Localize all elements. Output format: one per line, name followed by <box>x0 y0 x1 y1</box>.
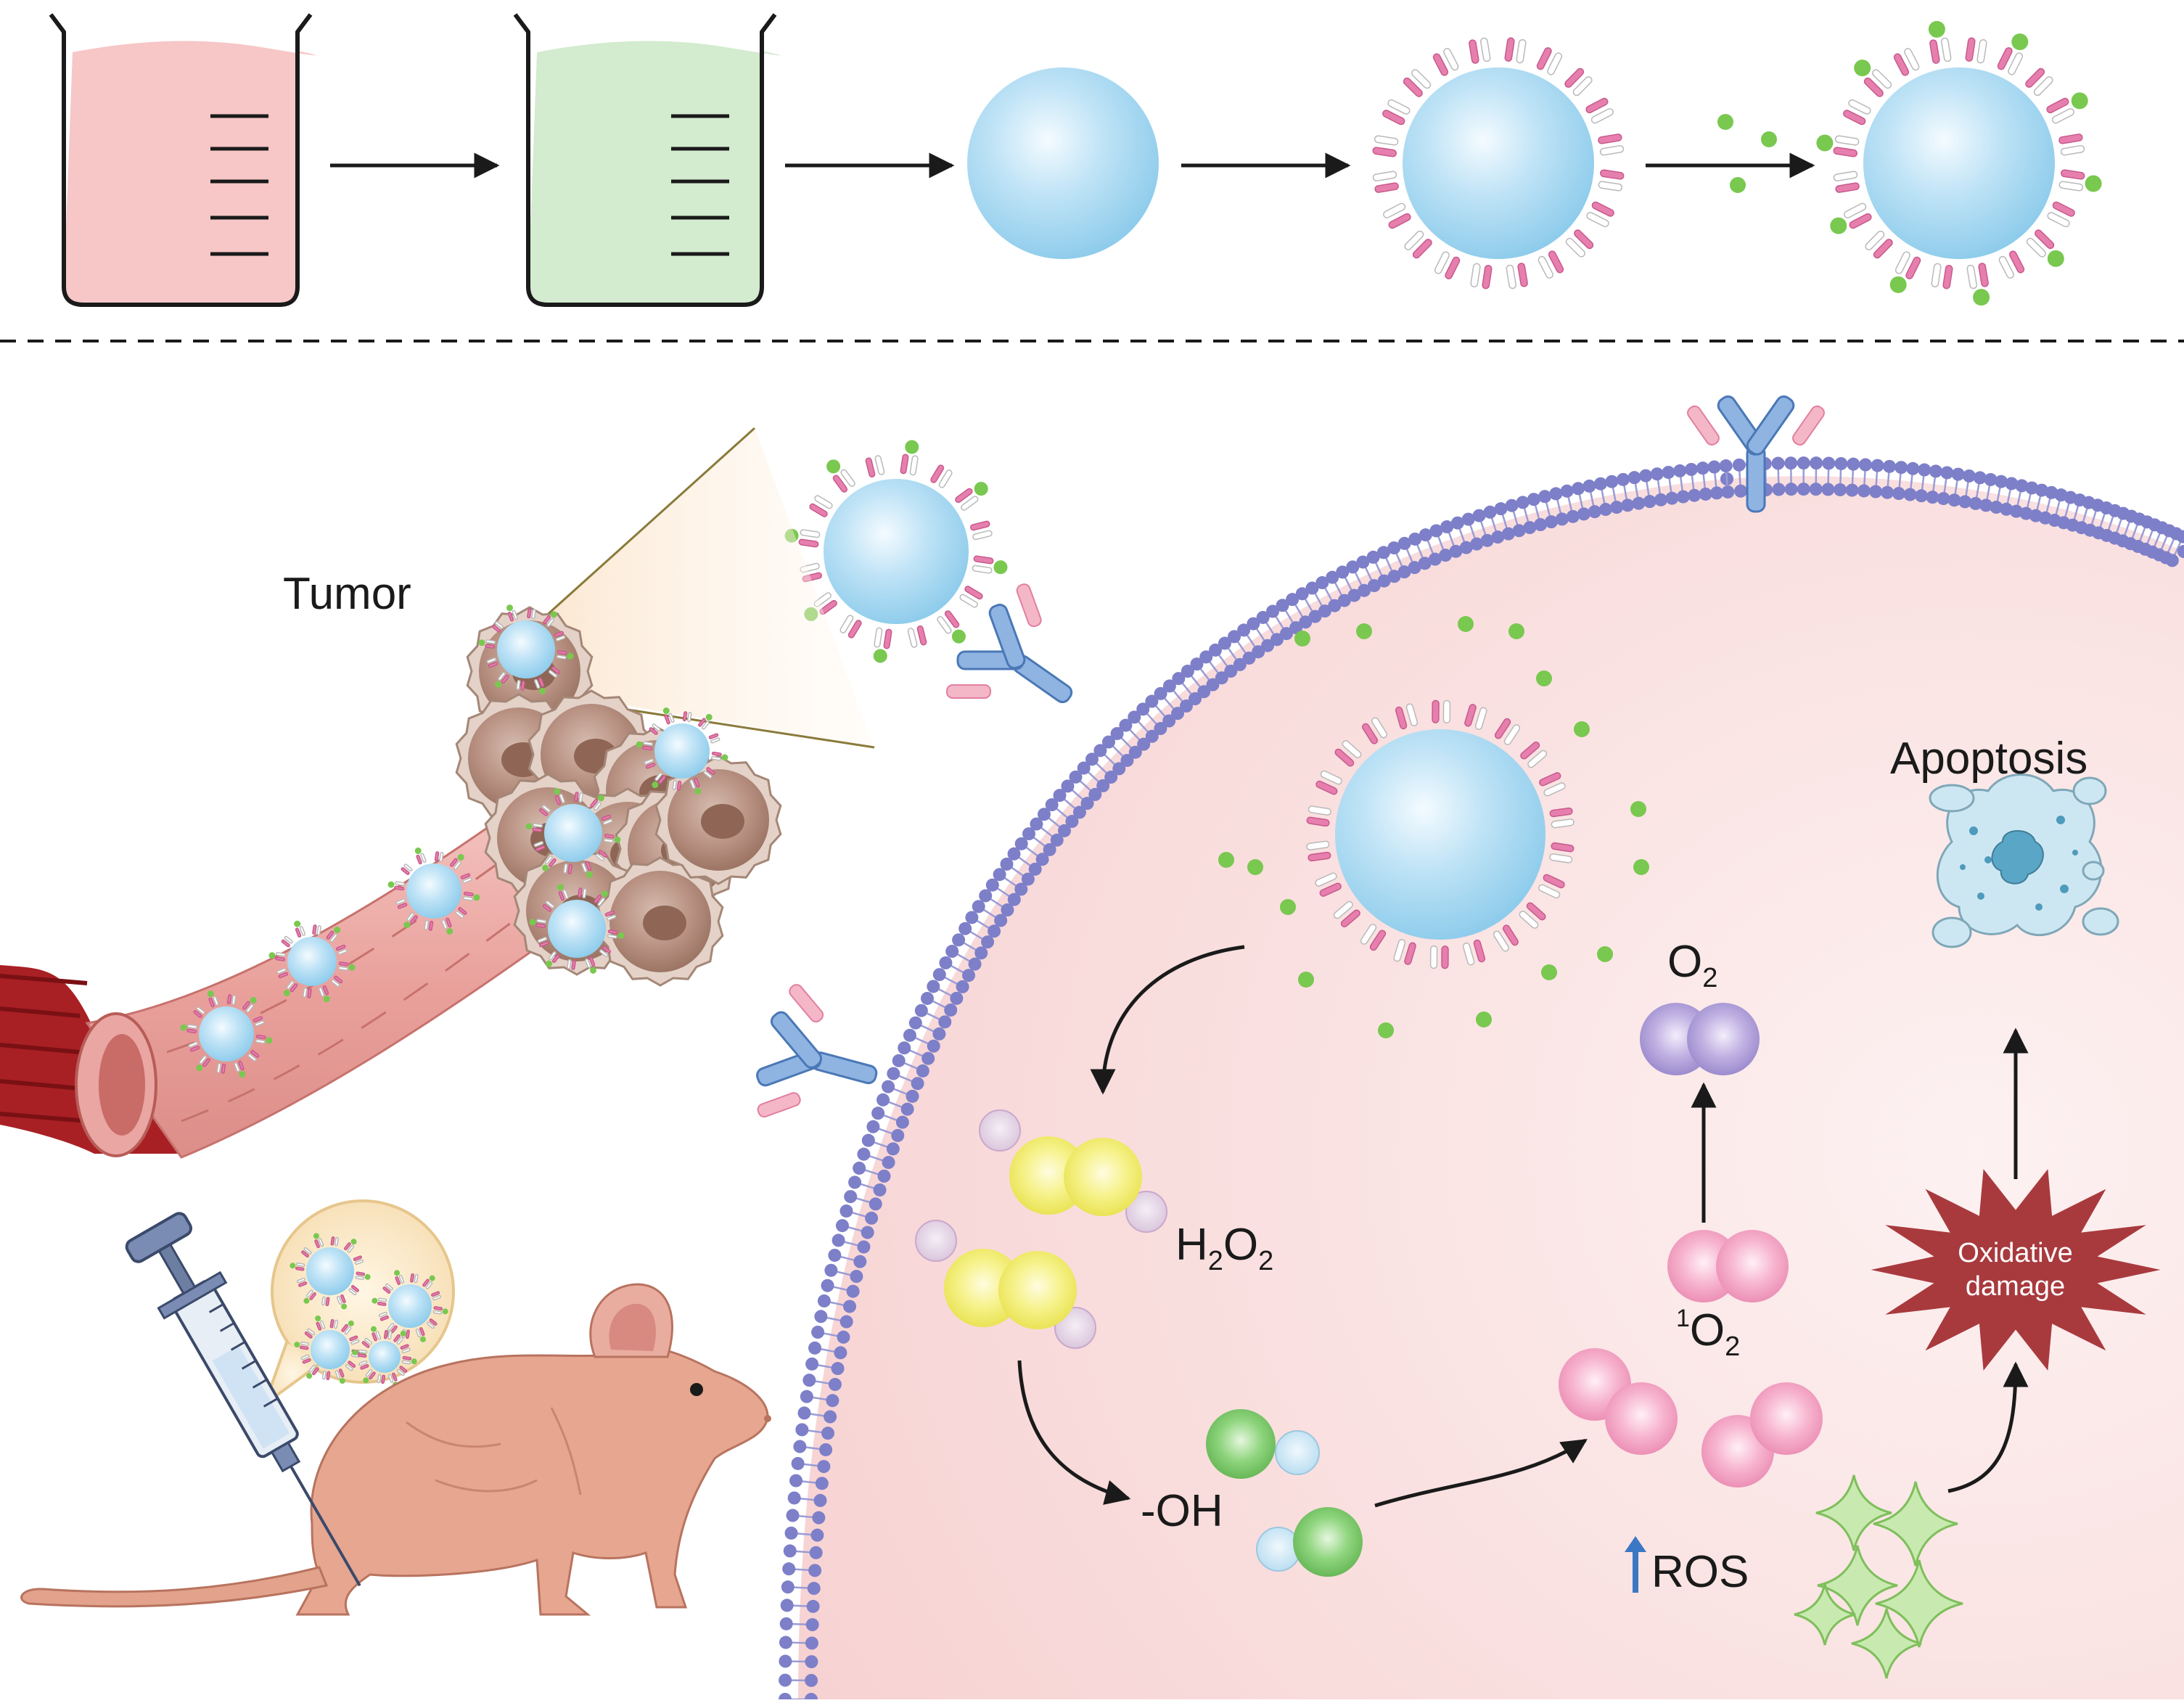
beaker-green <box>515 15 781 305</box>
label-ros-text: ROS <box>1651 1547 1749 1597</box>
label-h2o2-h: H <box>1175 1220 1208 1270</box>
drug-dots <box>1717 114 1777 193</box>
label-1o2-base: O <box>1690 1305 1725 1355</box>
label-h2o2-sub1: 2 <box>1208 1246 1223 1276</box>
nanoparticle-peptide-coated <box>1373 38 1625 290</box>
oxygen-molecule <box>1640 1003 1760 1075</box>
label-h2o2-o: O <box>1223 1220 1258 1270</box>
label-oxidative-damage-line1: Oxidative <box>1937 1237 2093 1271</box>
nanoparticle-drug-loaded <box>1816 21 2101 305</box>
antibody-receptor-left <box>932 573 1109 755</box>
label-1o2-sub: 2 <box>1725 1331 1740 1362</box>
label-oxidative-damage-line2: damage <box>1937 1271 2093 1304</box>
label-hydroxyl: -OH <box>1141 1489 1223 1534</box>
nanoparticle-bare <box>967 67 1159 259</box>
label-ros: ROS <box>1633 1549 1749 1595</box>
label-o2-sub: 2 <box>1702 963 1717 993</box>
ros-increase-arrow-icon <box>1633 1549 1638 1593</box>
label-h2o2: H2O2 <box>1175 1223 1273 1275</box>
label-tumor: Tumor <box>283 572 411 617</box>
label-o2-base: O <box>1667 937 1702 987</box>
label-o2: O2 <box>1667 940 1717 992</box>
label-oxidative-damage: Oxidative damage <box>1937 1237 2093 1303</box>
label-singlet-oxygen: 1O2 <box>1676 1306 1740 1361</box>
beaker-pink <box>51 15 316 305</box>
label-apoptosis: Apoptosis <box>1890 736 2087 781</box>
label-h2o2-sub2: 2 <box>1258 1246 1273 1276</box>
singlet-oxygen-1 <box>1667 1230 1789 1302</box>
label-1o2-sup: 1 <box>1676 1305 1690 1332</box>
antibody-receptor-bottom <box>744 977 894 1144</box>
apoptotic-cell <box>1930 775 2118 948</box>
